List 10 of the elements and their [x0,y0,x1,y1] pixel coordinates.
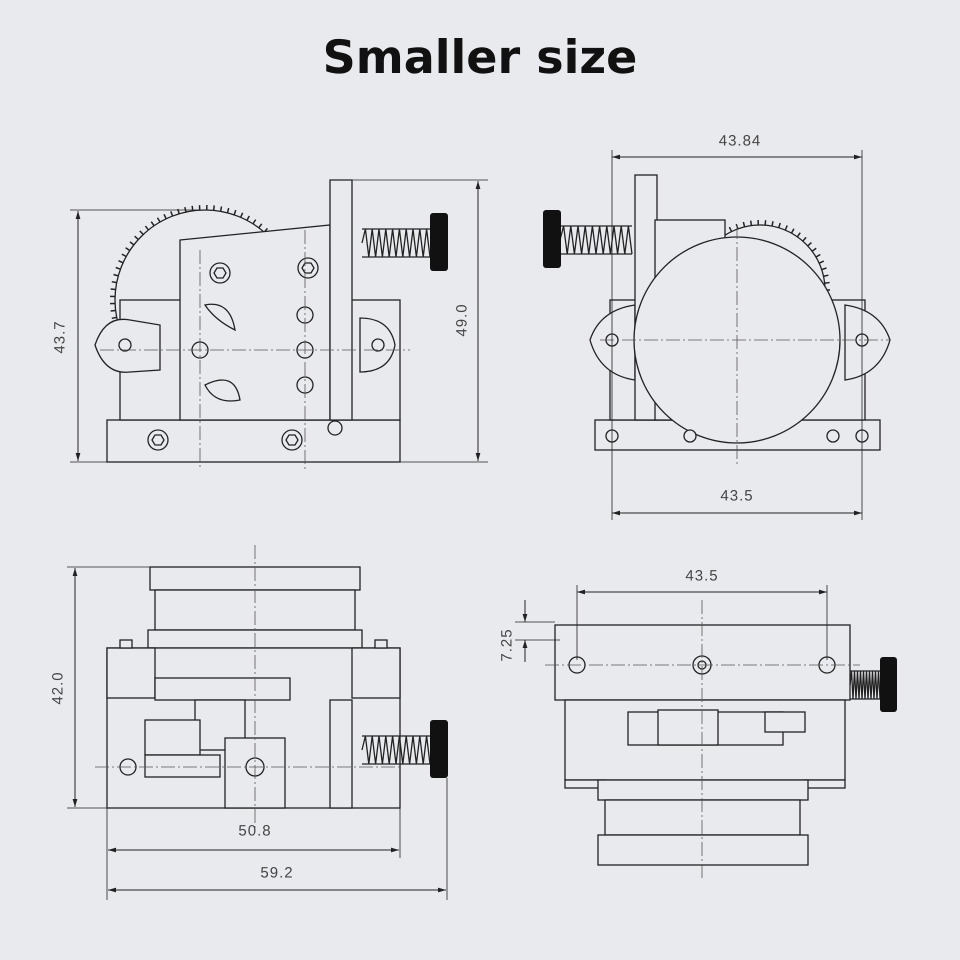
dimension-label: 42.0 [50,671,66,705]
dimension-label: 49.0 [454,303,470,337]
dimension-label: 43.5 [720,488,754,504]
dimension-label: 43.7 [52,320,68,354]
dimension-label: 7.25 [498,628,516,662]
dimension-label: 59.2 [260,864,294,882]
dimension-label: 43.84 [718,132,762,150]
title: Smaller size [322,30,638,84]
dimension-label: 50.8 [238,822,272,840]
dimension-label: 43.5 [685,568,719,584]
